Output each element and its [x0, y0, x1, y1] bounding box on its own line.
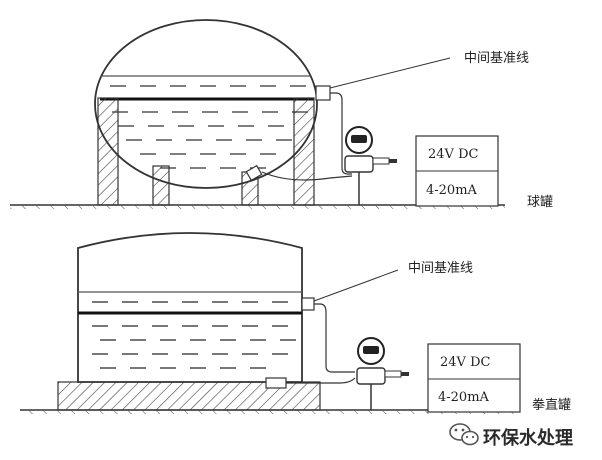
- capillary-upper-bottom: [314, 303, 355, 373]
- ground-hatch-bottom: [20, 410, 520, 414]
- ground-hatch-top: [10, 205, 505, 209]
- leader-line-top: [329, 57, 451, 89]
- leader-line-bottom: [313, 269, 399, 302]
- vertical-tank: [77, 232, 303, 383]
- level-transmitter-top: [344, 126, 397, 205]
- liquid-upper-layer-bottom: [78, 291, 302, 303]
- capillary-lower-top: [261, 171, 353, 181]
- power-box-bottom: 24V DC 4-20mA: [427, 343, 521, 413]
- signal-label-bottom: 4-20mA: [438, 390, 490, 405]
- interface-label-top: 中间基准线: [464, 51, 529, 66]
- power-label-top: 24V DC: [428, 147, 478, 162]
- capillary-upper-top: [330, 92, 352, 175]
- wechat-icon: [449, 423, 479, 446]
- watermark-text: 环保水处理: [483, 427, 573, 449]
- watermark: 环保水处理: [449, 423, 573, 449]
- liquid-lower-layer-bottom: [92, 325, 296, 369]
- vertical-tank-section: 中间基准线 24V DC 4-20mA 拳直罐: [20, 232, 571, 414]
- sphere-tank: [94, 19, 318, 189]
- tank-label-top: 球罐: [527, 195, 553, 210]
- sphere-legs: [97, 97, 315, 206]
- level-transmitter-bottom: [356, 337, 409, 410]
- tank-foundation: [57, 381, 321, 411]
- liquid-upper-layer: [100, 75, 312, 87]
- lower-tap-bottom: [265, 377, 287, 389]
- lower-tap-top: [245, 164, 263, 182]
- signal-label-top: 4-20mA: [426, 183, 478, 198]
- upper-tap-bottom: [301, 297, 315, 311]
- upper-tap-top: [315, 85, 331, 101]
- interface-label-bottom: 中间基准线: [408, 261, 473, 276]
- capillary-lower-bottom: [286, 377, 356, 384]
- power-label-bottom: 24V DC: [440, 355, 490, 370]
- tank-label-bottom: 拳直罐: [532, 397, 571, 413]
- power-box-top: 24V DC 4-20mA: [415, 135, 499, 207]
- spherical-tank-section: 中间基准线 24V DC 4-20mA 球罐: [10, 19, 553, 210]
